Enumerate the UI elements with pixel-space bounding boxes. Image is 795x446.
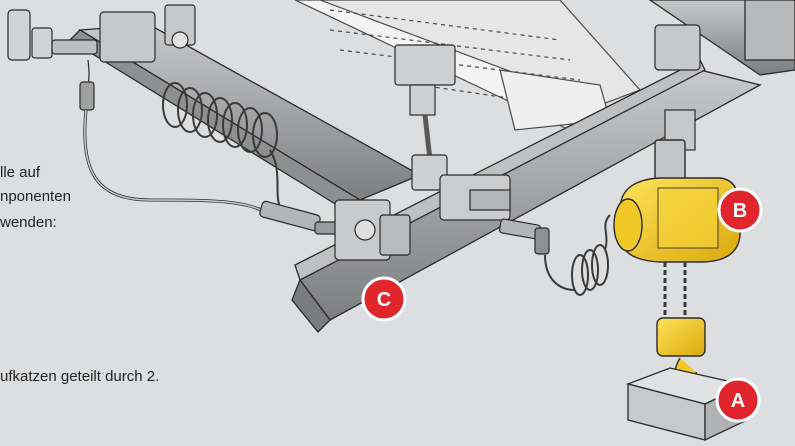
air-filter-regulator-icon <box>7 9 98 111</box>
instruction-text-line-3: wenden: <box>0 214 57 231</box>
beam-hanger-right <box>654 24 701 151</box>
trolley-icon <box>334 199 411 261</box>
callout-label-a: A <box>731 390 745 412</box>
instruction-text-line-1: lle auf <box>0 164 41 181</box>
instruction-text-line-2: nponenten <box>0 188 71 205</box>
crossing-trolley <box>439 174 511 221</box>
end-truck-left <box>99 4 196 63</box>
callout-label-b: B <box>733 200 747 222</box>
callout-badge-b: B <box>717 187 763 233</box>
pneumatic-hoist-icon <box>613 139 741 389</box>
callout-badge-a: A <box>715 377 761 423</box>
hoist-hose-coupling <box>498 218 550 255</box>
instruction-text-line-4: ufkatzen geteilt durch 2. <box>0 368 160 385</box>
runway-rail-right <box>648 0 795 76</box>
coiled-air-hose <box>162 82 286 216</box>
hoist-coiled-hose <box>544 214 611 296</box>
beam-clamp <box>394 44 456 191</box>
callout-badge-c: C <box>361 276 407 322</box>
hose-coupling <box>259 200 341 235</box>
callout-label-c: C <box>377 289 391 311</box>
i-beam-icon <box>294 0 642 136</box>
